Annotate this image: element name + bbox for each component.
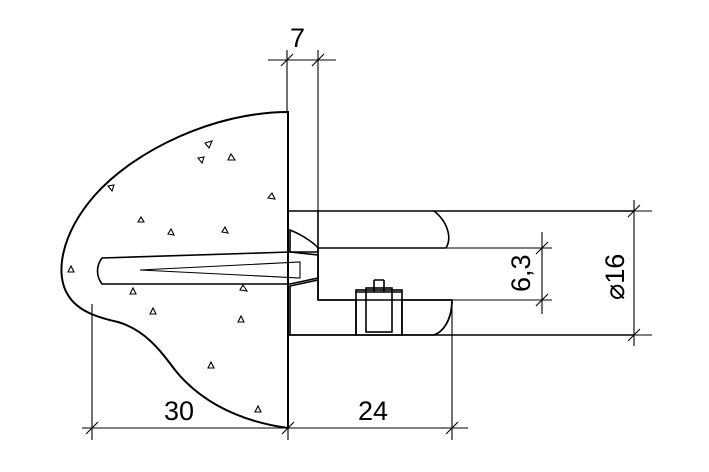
dim-label-16: ⌀16: [600, 254, 630, 300]
dowel-body: [96, 251, 319, 285]
dim-63-ticks: [535, 241, 549, 307]
dim-label-7: 7: [290, 23, 305, 53]
rod-section-upper: [289, 228, 319, 253]
rod-profile: [288, 210, 634, 336]
rod-section-lower-right: [401, 299, 453, 336]
dimension-lines: [82, 50, 652, 440]
dim-bottom-ticks: [85, 421, 459, 435]
dim-label-24: 24: [358, 396, 388, 426]
dim-label-30: 30: [164, 396, 194, 426]
concrete-wall: [60, 110, 289, 430]
grub-screw: [365, 287, 393, 333]
grub-screw-slot: [356, 279, 402, 293]
dim-7-ticks: [280, 53, 325, 67]
dowel-core: [139, 261, 301, 279]
dim-label-63: 6,3: [506, 254, 536, 292]
dim-16-ticks: [627, 204, 641, 342]
rod-section-lower: [289, 279, 357, 336]
aggregate-marks: [67, 140, 276, 413]
grub-screw-outer: [355, 289, 403, 336]
dowel-anchor: [96, 251, 319, 285]
rod-rounded-end-top: [433, 210, 450, 249]
wall-outline: [60, 110, 289, 430]
